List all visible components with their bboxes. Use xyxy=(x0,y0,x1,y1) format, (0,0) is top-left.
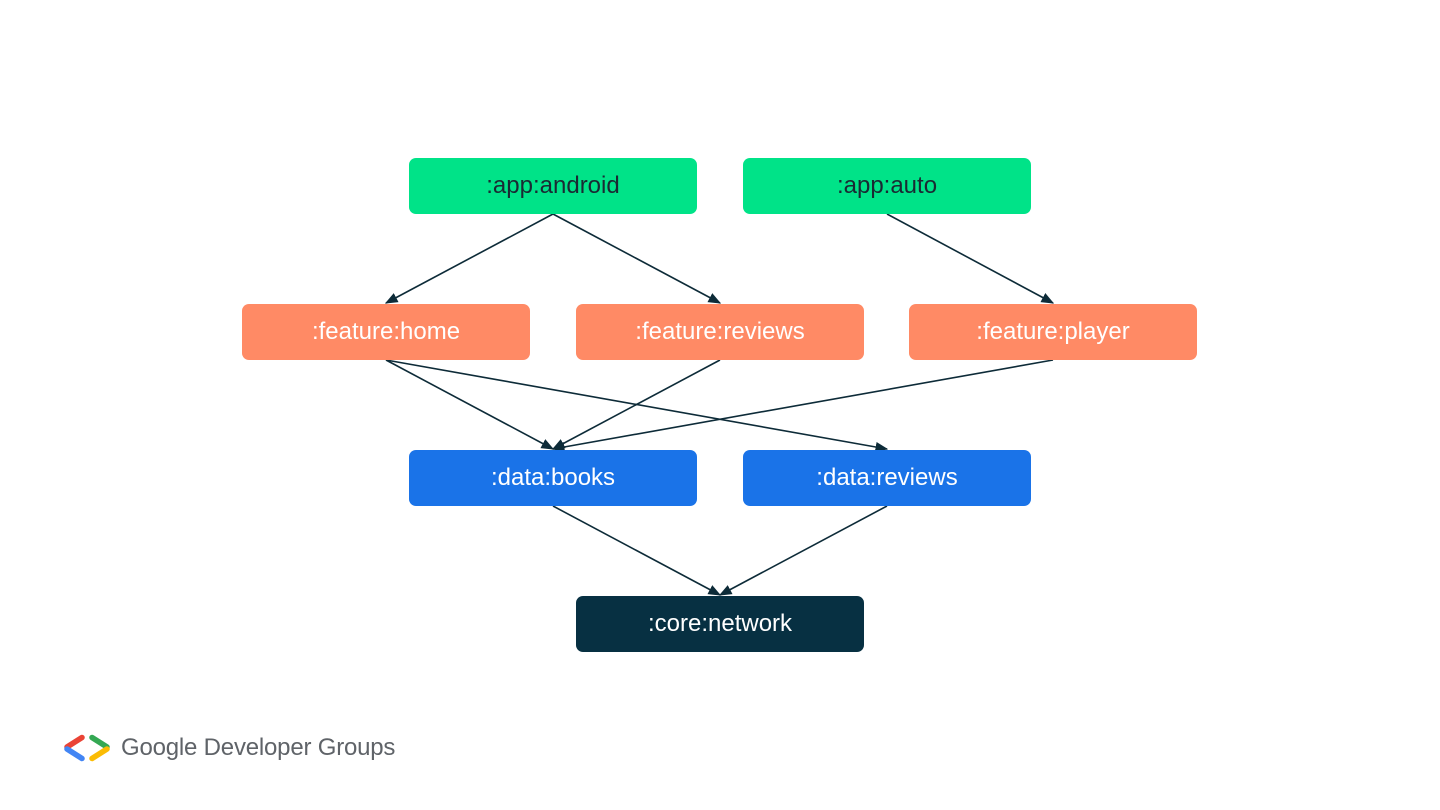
gdg-logo-icon xyxy=(64,734,110,762)
edge-feature-home-to-data-books xyxy=(385,359,555,450)
edge-app-auto-to-feature-player xyxy=(886,213,1055,304)
node-app-android: :app:android xyxy=(409,158,697,214)
node-app-auto: :app:auto xyxy=(743,158,1031,214)
node-feature-player: :feature:player xyxy=(909,304,1197,360)
node-data-books: :data:books xyxy=(409,450,697,506)
node-feature-home: :feature:home xyxy=(242,304,530,360)
node-core-network: :core:network xyxy=(576,596,864,652)
footer-logo: Google Developer Groups xyxy=(62,733,395,763)
edge-data-reviews-to-core-network xyxy=(718,505,888,596)
edge-feature-reviews-to-data-books xyxy=(551,359,721,450)
node-feature-reviews: :feature:reviews xyxy=(576,304,864,360)
logo-text: Google Developer Groups xyxy=(121,734,396,761)
edge-feature-player-to-data-books xyxy=(551,359,1054,453)
edge-app-android-to-feature-reviews xyxy=(552,213,722,304)
node-data-reviews: :data:reviews xyxy=(743,450,1031,506)
edge-data-books-to-core-network xyxy=(552,505,722,596)
edge-app-android-to-feature-home xyxy=(384,213,554,304)
